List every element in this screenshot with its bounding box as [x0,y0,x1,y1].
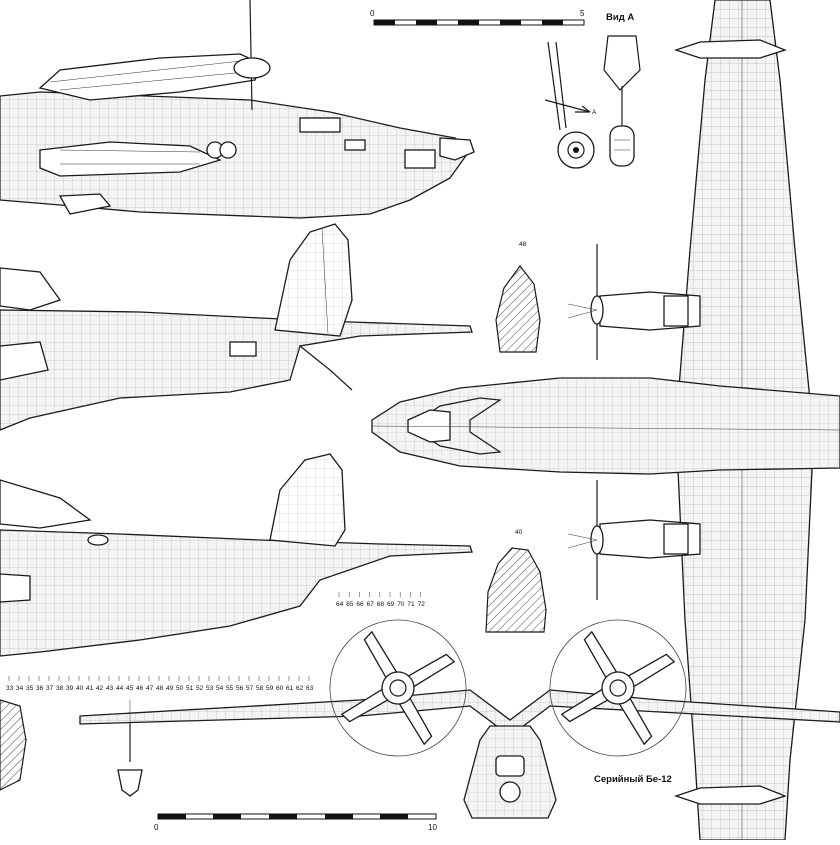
frame-number-label: 57 [246,685,254,692]
frame-number-label: 40 [76,685,84,692]
frame-number-label: 43 [106,685,114,692]
frame-number-label: 45 [126,685,134,692]
frame-number-label: 69 [387,601,395,608]
frame-number-label: 51 [186,685,194,692]
frame-number-label: 63 [306,685,314,692]
frame-number-label: 65 [346,601,354,608]
frame-number-label: 71 [407,601,415,608]
cross-section-40: 40 [485,529,547,633]
frame-number-label: 61 [286,685,294,692]
frame-number-label: 52 [196,685,204,692]
scale-bottom-end: 10 [428,823,437,832]
landing-gear-detail: Вид А А [544,12,641,169]
frame-number-label: 41 [86,685,94,692]
frame-number-label: 64 [336,601,344,608]
frame-number-label: 56 [236,685,244,692]
frame-number-label: 50 [176,685,184,692]
frame-number-label: 49 [166,685,174,692]
view-a-label: Вид А [606,12,634,23]
frame-number-label: 53 [206,685,214,692]
frame-number-label: 46 [136,685,144,692]
side-view-upper [0,0,475,219]
frame-number-label: 35 [26,685,34,692]
top-view [371,0,840,841]
cross-section-bottom-left [0,699,27,791]
frame-number-label: 42 [96,685,104,692]
side-view-middle [0,223,473,431]
frame-number-label: 44 [116,685,124,692]
frame-number-label: 67 [367,601,375,608]
frame-number-label: 34 [16,685,24,692]
arrow-a-label: А [592,109,597,116]
frame-number-label: 62 [296,685,304,692]
section-48-label: 48 [519,241,527,248]
side-view-lower [0,453,473,657]
frame-number-label: 36 [36,685,44,692]
scale-bar-bottom: 0 10 [154,813,437,832]
frame-number-label: 60 [276,685,284,692]
frame-number-label: 47 [146,685,154,692]
frame-number-label: 68 [377,601,385,608]
frame-number-label: 72 [418,601,426,608]
frame-number-label: 39 [66,685,74,692]
scale-top-end: 5 [580,9,585,18]
scale-bar-top: 0 5 [370,9,585,26]
frame-number-label: 33 [6,685,14,692]
section-40-label: 40 [515,529,523,536]
scale-top-start: 0 [370,9,375,18]
frame-number-label: 58 [256,685,264,692]
frame-number-label: 59 [266,685,274,692]
frame-number-label: 70 [397,601,405,608]
frame-number-label: 55 [226,685,234,692]
frame-number-label: 66 [356,601,364,608]
front-view [79,619,840,819]
drawing-caption: Серийный Бе-12 [594,774,672,785]
scale-bottom-start: 0 [154,823,159,832]
frame-number-label: 37 [46,685,54,692]
frame-number-label: 38 [56,685,64,692]
frame-number-label: 54 [216,685,224,692]
cross-section-48: 48 [495,241,541,353]
frame-number-label: 48 [156,685,164,692]
